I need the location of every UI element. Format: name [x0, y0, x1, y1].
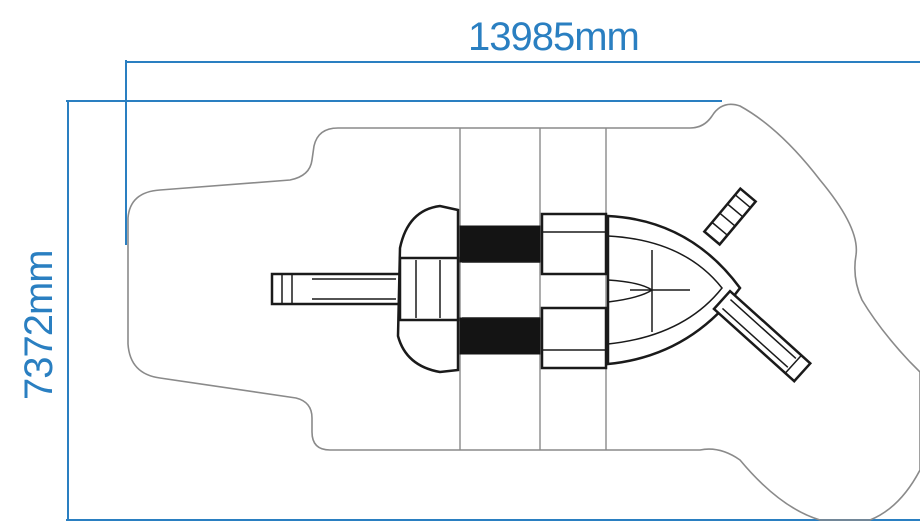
top-middle-tower	[540, 212, 608, 276]
left-slide	[270, 272, 402, 306]
middle-towers	[540, 212, 608, 370]
upper-ladder	[702, 186, 758, 247]
safety-zone-outline	[127, 103, 920, 521]
bow-inner-curve	[607, 235, 723, 345]
bottom-bridge	[459, 317, 541, 355]
bridges	[459, 225, 541, 355]
top-bridge	[459, 225, 541, 263]
ship-bow	[606, 214, 742, 366]
section-lines	[459, 128, 607, 450]
left-platform	[398, 256, 460, 322]
bottom-middle-tower	[540, 306, 608, 370]
left-dome-tower	[396, 204, 460, 374]
width-dimension-label: 13985mm	[468, 15, 639, 59]
lower-slide	[712, 289, 813, 383]
height-dimension-label: 7372mm	[17, 250, 61, 400]
dimension-lines	[66, 60, 920, 521]
